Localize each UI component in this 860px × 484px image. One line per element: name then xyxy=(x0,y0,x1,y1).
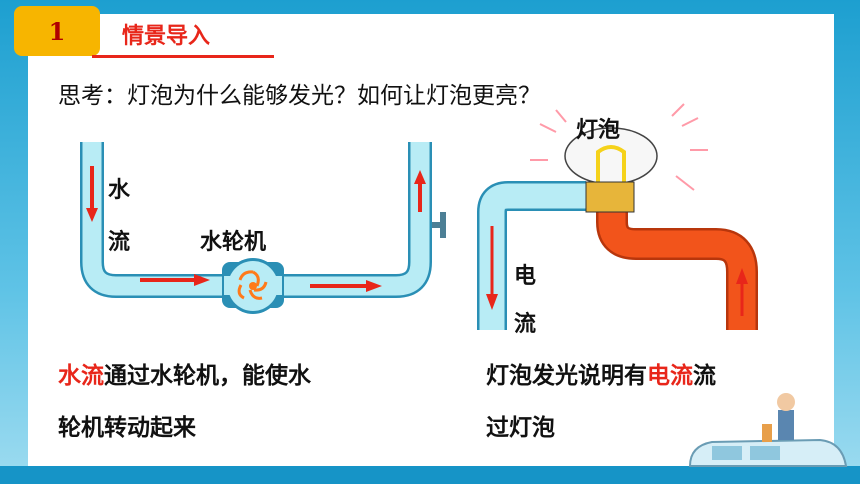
decorative-car-illustration xyxy=(688,393,848,467)
right-caption-a: 灯泡发光说明有 xyxy=(486,363,647,389)
water-flow-arrows xyxy=(86,166,426,292)
title-underline xyxy=(92,55,274,58)
right-caption-line2: 过灯泡 xyxy=(486,415,555,441)
right-caption-highlight: 电流 xyxy=(647,363,693,389)
water-label-1: 水 xyxy=(108,178,131,203)
water-turbine xyxy=(222,258,284,314)
right-caption: 灯泡发光说明有电流流 过灯泡 xyxy=(486,350,806,454)
question-text: 思考：灯泡为什么能够发光？如何让灯泡更亮？ xyxy=(58,83,541,109)
orange-wire xyxy=(596,210,758,330)
bulb-label: 灯泡 xyxy=(576,118,621,143)
bottom-strip xyxy=(0,466,860,484)
current-arrows xyxy=(486,226,748,316)
current-label-1: 电 xyxy=(514,264,537,289)
left-caption-line2: 轮机转动起来 xyxy=(58,415,196,441)
right-caption-b: 流 xyxy=(693,363,716,389)
section-title: 情景导入 xyxy=(122,24,211,49)
current-label-2: 流 xyxy=(514,312,537,337)
blue-wire xyxy=(477,181,586,330)
light-bulb xyxy=(530,103,708,213)
pipe-valve xyxy=(432,212,446,238)
water-label-2: 流 xyxy=(108,230,131,255)
left-caption-rest: 通过水轮机，能使水 xyxy=(104,363,311,389)
left-caption: 水流通过水轮机，能使水 轮机转动起来 xyxy=(58,350,418,454)
turbine-label: 水轮机 xyxy=(200,230,267,255)
section-number-badge: 1 xyxy=(14,6,100,56)
left-caption-highlight: 水流 xyxy=(58,363,104,389)
